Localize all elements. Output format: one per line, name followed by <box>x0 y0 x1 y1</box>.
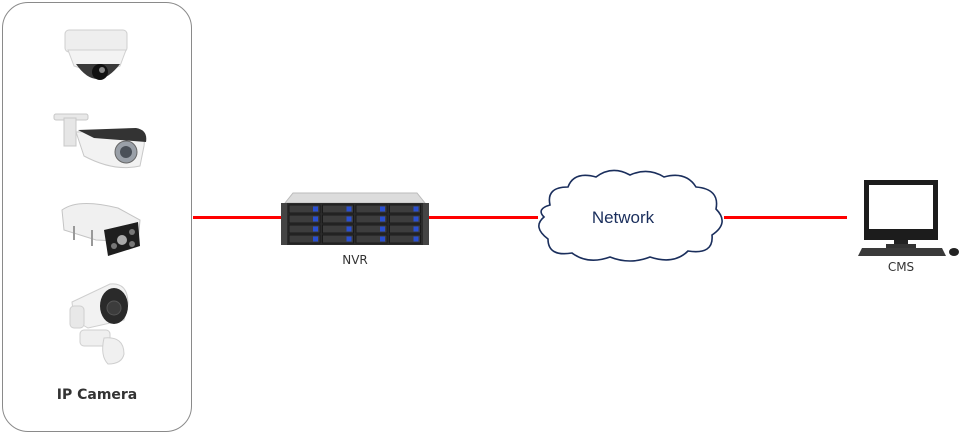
nvr-drive-bay <box>288 214 321 224</box>
cloud-shape <box>538 169 723 262</box>
nvr-drive-bay <box>389 204 421 214</box>
link-network-cms <box>724 216 847 219</box>
bullet-camera-icon <box>53 113 147 169</box>
nvr-drive-latch <box>380 236 385 242</box>
ip-camera-label: IP Camera <box>56 387 138 403</box>
network-label: Network <box>592 208 655 227</box>
nvr-drive-latch <box>346 206 352 212</box>
nvr-drive-bay <box>355 214 388 224</box>
ptz-camera-icon <box>69 283 129 365</box>
nvr-drive-bay <box>288 224 321 234</box>
nvr-drive-bay <box>389 214 421 224</box>
network-cloud: Network <box>538 169 723 262</box>
nvr-drive-bay <box>288 234 321 244</box>
nvr-drive-bay <box>322 204 354 214</box>
nvr-drive-latch <box>380 206 385 212</box>
cms-workstation-icon <box>858 180 959 256</box>
nvr-drive-latch <box>413 226 419 232</box>
nvr-device-icon <box>281 192 429 245</box>
nvr-drive-latch <box>313 236 318 242</box>
nvr-drive-latch <box>413 206 419 212</box>
nvr-drive-latch <box>413 236 419 242</box>
link-camera-nvr <box>193 216 283 219</box>
dome-camera-icon <box>64 29 128 80</box>
nvr-drive-bay <box>355 224 388 234</box>
nvr-label: NVR <box>342 253 368 267</box>
nvr-drive-bay <box>355 204 388 214</box>
nvr-drive-bay <box>322 214 354 224</box>
nvr-drive-latch <box>413 216 419 222</box>
box-camera-icon <box>61 203 141 256</box>
nvr-drive-latch <box>346 216 352 222</box>
nvr-drive-bay <box>288 204 321 214</box>
nvr-drive-latch <box>346 226 352 232</box>
nvr-drive-latch <box>380 216 385 222</box>
nvr-drive-bay <box>322 224 354 234</box>
link-nvr-network <box>428 216 538 219</box>
nvr-drive-latch <box>313 206 318 212</box>
nvr-drive-latch <box>313 226 318 232</box>
nvr-drive-bay <box>322 234 354 244</box>
nvr-drive-latch <box>313 216 318 222</box>
nvr-drive-bay <box>389 224 421 234</box>
nvr-drive-latch <box>380 226 385 232</box>
cms-label: CMS <box>887 260 915 274</box>
nvr-drive-latch <box>346 236 352 242</box>
nvr-drive-bay <box>355 234 388 244</box>
nvr-drive-bay <box>389 234 421 244</box>
